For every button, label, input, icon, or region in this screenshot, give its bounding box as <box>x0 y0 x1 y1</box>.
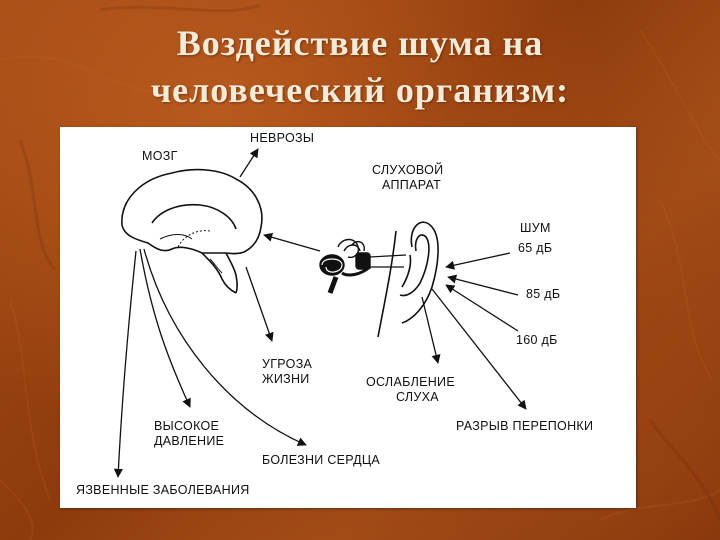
label-ulcer-disease: ЯЗВЕННЫЕ ЗАБОЛЕВАНИЯ <box>76 483 250 497</box>
slide-title-line-2: человеческий организм: <box>150 70 570 110</box>
label-hearing-loss: ОСЛАБЛЕНИЕ СЛУХА <box>366 375 455 404</box>
arrow-85db <box>447 274 519 296</box>
brain-illustration <box>121 168 263 294</box>
label-85db: 85 дБ <box>526 287 561 301</box>
label-hearing-apparatus: СЛУХОВОЙ АППАРАТ <box>372 163 444 192</box>
arrow-to-life-threat <box>245 266 274 342</box>
arrow-to-high-pressure <box>139 248 191 408</box>
arrow-to-hearing-loss <box>421 296 441 364</box>
label-heart-disease: БОЛЕЗНИ СЕРДЦА <box>262 453 381 467</box>
label-160db: 160 дБ <box>516 333 558 347</box>
arrow-ear-to-brain <box>263 232 321 252</box>
label-noise: ШУМ <box>520 221 551 235</box>
label-65db: 65 дБ <box>518 241 553 255</box>
arrow-to-ulcer-disease <box>113 250 137 478</box>
label-neuroses: НЕВРОЗЫ <box>250 131 315 145</box>
slide-title: Воздействие шума на человеческий организ… <box>0 20 720 114</box>
label-life-threat: УГРОЗА ЖИЗНИ <box>262 357 313 386</box>
arrow-to-heart-disease <box>143 248 307 446</box>
arrow-to-neuroses <box>239 148 259 178</box>
diagram-arrows <box>113 148 527 478</box>
diagram-panel: МОЗГ НЕВРОЗЫ СЛУХОВОЙ АППАРАТ ШУМ 65 дБ … <box>60 127 636 508</box>
inner-ear-illustration <box>319 238 371 294</box>
arrow-to-eardrum-rupture <box>431 288 527 410</box>
label-eardrum-rupture: РАЗРЫВ ПЕРЕПОНКИ <box>456 419 594 433</box>
diagram-drawing <box>113 148 527 478</box>
label-high-pressure: ВЫСОКОЕ ДАВЛЕНИЕ <box>154 419 225 448</box>
label-brain: МОЗГ <box>142 149 178 163</box>
slide-title-line-1: Воздействие шума на <box>176 23 544 63</box>
ear-illustration <box>369 221 439 338</box>
arrow-65db <box>445 252 511 270</box>
arrow-160db <box>445 284 519 332</box>
